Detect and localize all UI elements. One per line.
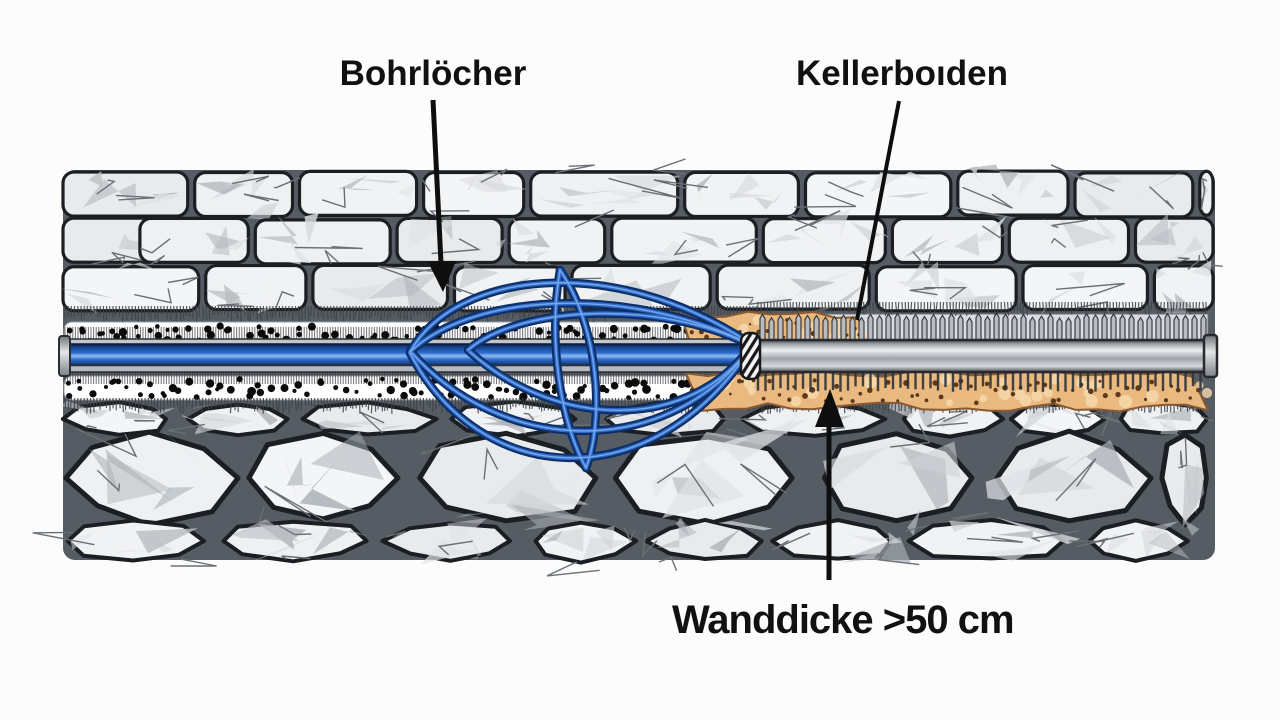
leader-kellerboden: [855, 100, 901, 321]
rod-end-cap-right: [1202, 333, 1219, 379]
stone-wall-lower: [32, 391, 1214, 577]
drill-hole-curves: [405, 265, 753, 473]
arrow-bohrloecher: [430, 99, 444, 264]
coupling-connector: [739, 331, 762, 381]
annotation-arrows: [428, 99, 901, 580]
label-kellerboden: Kellerboıden: [796, 54, 1008, 93]
lance-end-cap-left: [58, 335, 71, 377]
label-wanddicke: Wanddicke >50 cm: [672, 598, 1015, 642]
stone-wall-upper: [58, 158, 1223, 324]
steel-rod: [754, 333, 1219, 379]
injection-lance-blue: [58, 335, 751, 377]
label-bohrloecher: Bohrlöcher: [339, 54, 527, 93]
